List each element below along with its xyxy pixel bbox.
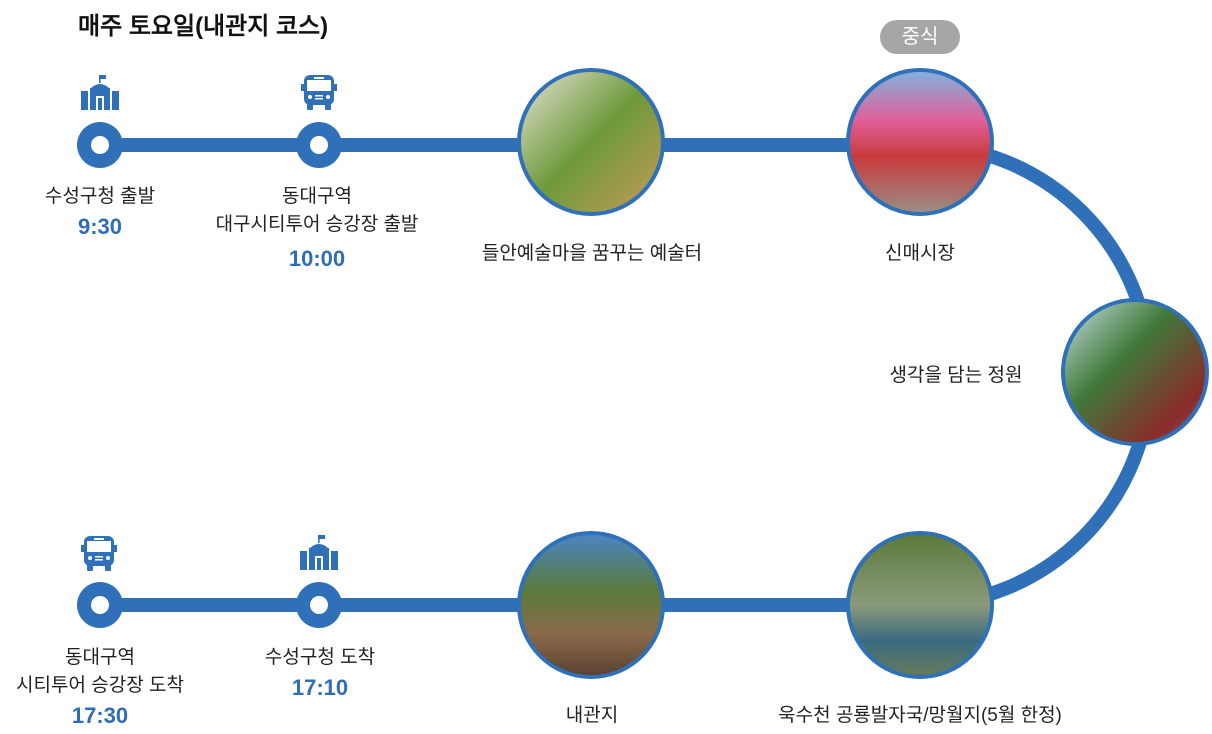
stop-name-2: 대구시티투어 승강장 출발 bbox=[215, 214, 419, 235]
stop-label: 동대구역 시티투어 승강장 도착 17:30 bbox=[16, 644, 184, 732]
stop-node bbox=[296, 582, 342, 628]
stop-label: 동대구역 대구시티투어 승강장 출발 10:00 bbox=[216, 183, 419, 275]
stop-name: 동대구역 bbox=[282, 186, 352, 207]
bus-icon bbox=[81, 536, 117, 571]
stop-label: 내관지 bbox=[565, 705, 619, 726]
stop-name: 수성구청 도착 bbox=[264, 647, 376, 668]
stop-name-2: 시티투어 승강장 도착 bbox=[16, 675, 184, 696]
stop-node bbox=[77, 582, 123, 628]
page-title: 매주 토요일(내관지 코스) bbox=[78, 13, 329, 40]
bus-icon bbox=[301, 75, 337, 110]
naegwanji-photo bbox=[517, 531, 665, 679]
stop-time: 17:30 bbox=[71, 703, 129, 728]
city-hall-icon bbox=[81, 75, 119, 110]
reservoir-photo bbox=[846, 531, 994, 679]
stop-label: 생각을 담는 정원 bbox=[889, 365, 1023, 386]
stop-label: 수성구청 도착 17:10 bbox=[265, 644, 375, 704]
stop-time: 9:30 bbox=[77, 214, 123, 239]
garden-photo bbox=[1061, 298, 1209, 446]
stop-label: 신매시장 bbox=[885, 243, 955, 264]
stop-time: 10:00 bbox=[288, 246, 346, 271]
stop-node bbox=[77, 122, 123, 168]
stop-label: 욱수천 공룡발자국/망월지(5월 한정) bbox=[778, 705, 1062, 726]
stop-name: 수성구청 출발 bbox=[44, 186, 156, 207]
market-photo bbox=[846, 68, 994, 216]
stop-name: 동대구역 bbox=[65, 647, 135, 668]
stop-time: 17:10 bbox=[291, 675, 349, 700]
stop-label: 들안예술마을 꿈꾸는 예술터 bbox=[481, 243, 703, 264]
city-hall-icon bbox=[300, 535, 338, 570]
art-village-photo bbox=[517, 68, 665, 216]
stop-node bbox=[296, 122, 342, 168]
lunch-badge: 중식 bbox=[880, 20, 960, 54]
stop-label: 수성구청 출발 9:30 bbox=[45, 183, 155, 243]
